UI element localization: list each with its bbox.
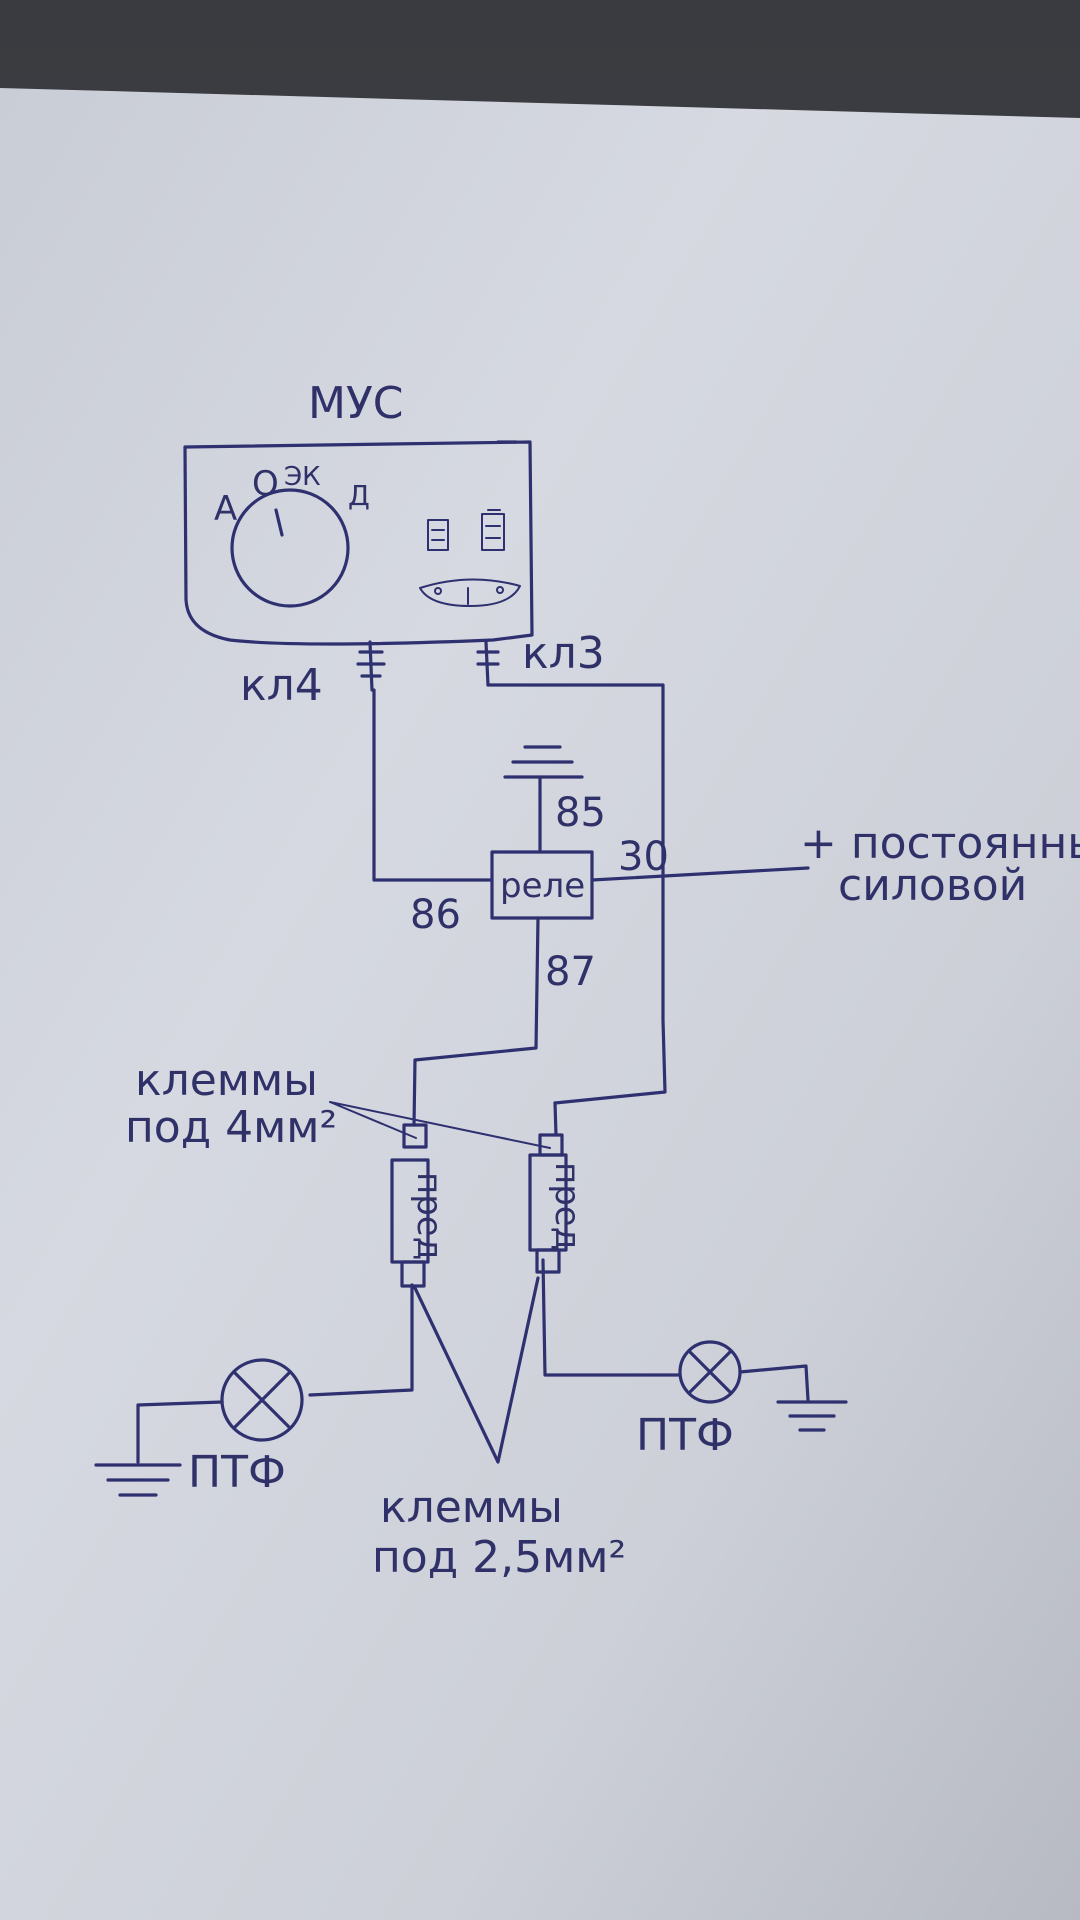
lamp-right-label: ПТФ xyxy=(636,1410,734,1461)
knob-mark-a: А xyxy=(214,489,237,529)
knob-mark-d: Д xyxy=(348,479,370,512)
ground-symbol-right xyxy=(776,1400,848,1432)
switch-icons xyxy=(419,509,521,607)
module-title: МУС xyxy=(308,378,404,429)
fuse-left xyxy=(390,1123,430,1288)
connector-kl3 xyxy=(476,640,500,687)
fuse-right xyxy=(528,1133,568,1274)
power-label-line1: + постоянный xyxy=(800,818,1080,869)
fuse-right-label: пред xyxy=(547,1162,587,1250)
lamp-left-icon xyxy=(220,1358,304,1442)
relay-pin-86: 86 xyxy=(410,892,461,938)
paper-sheet xyxy=(0,88,1080,1920)
knob-dial xyxy=(230,488,350,608)
ground-symbol-relay xyxy=(503,745,584,779)
wires xyxy=(308,683,810,1397)
terminals-25-line2: под 2,5мм² xyxy=(372,1532,626,1583)
terminals-4mm-line1: клеммы xyxy=(135,1055,318,1106)
knob-pointer xyxy=(274,508,284,537)
connector-kl4 xyxy=(356,640,386,692)
relay-pin-30: 30 xyxy=(618,834,669,880)
knob-mark-o: О xyxy=(252,464,279,504)
relay-box xyxy=(490,850,594,920)
pointer-lines-25mm xyxy=(413,1276,540,1464)
pin-kl3-label: кл3 xyxy=(522,628,605,679)
relay-label: реле xyxy=(500,866,585,906)
terminals-4mm-line2: под 4мм² xyxy=(125,1102,337,1153)
pointer-lines-4mm xyxy=(329,1101,551,1149)
ground-symbol-left xyxy=(94,1463,182,1497)
ground-wire-left xyxy=(136,1400,224,1464)
power-label-line2: силовой xyxy=(838,860,1027,911)
pin-kl4-label: кл4 xyxy=(240,660,323,711)
terminals-25-line1: клеммы xyxy=(380,1482,563,1533)
ground-wire-right xyxy=(738,1364,810,1402)
knob-mark-ek: ЭК xyxy=(284,462,321,492)
lamp-left-label: ПТФ xyxy=(188,1447,286,1498)
relay-pin-85: 85 xyxy=(555,790,606,836)
module-body xyxy=(183,440,534,646)
relay-pin-87: 87 xyxy=(545,949,596,995)
fuse-left-label: пред xyxy=(409,1172,449,1260)
